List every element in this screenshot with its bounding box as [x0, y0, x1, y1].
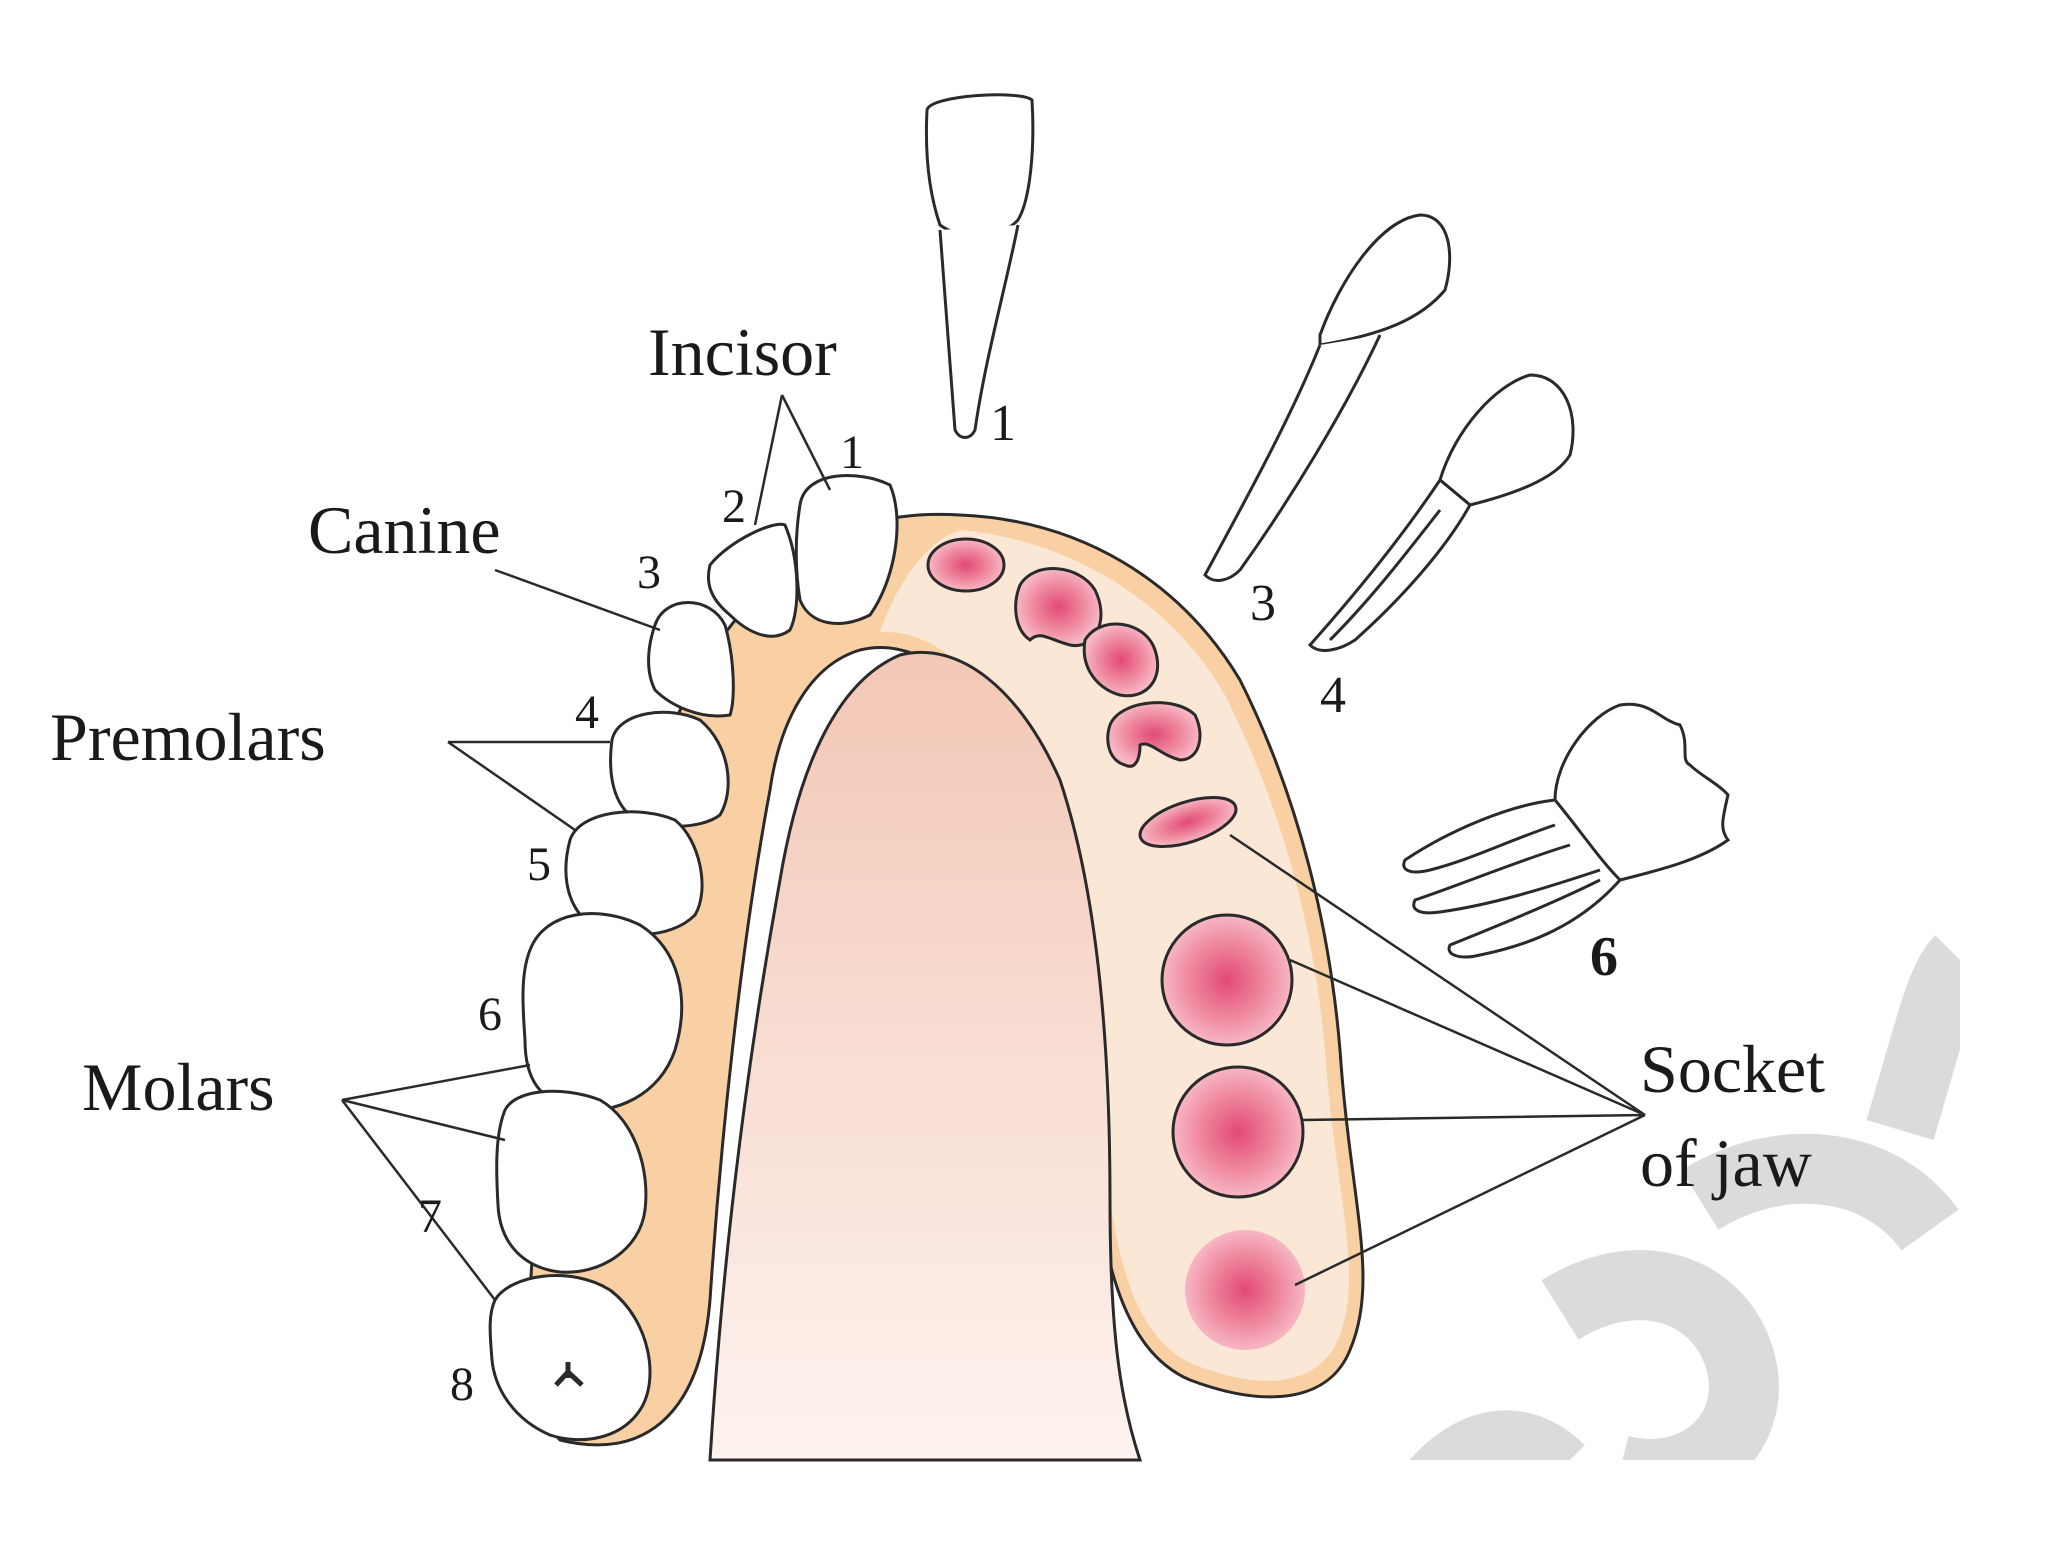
label-socket-line1: Socket [1640, 1031, 1825, 1107]
arch-number-3: 3 [637, 546, 661, 599]
page-bottom [680, 1460, 1960, 1536]
arch-number-1: 1 [840, 426, 864, 479]
label-premolars: Premolars [50, 699, 326, 775]
detached-canine-3-crown [1320, 215, 1450, 345]
detached-number-1: 1 [990, 395, 1016, 452]
detached-number-4: 4 [1320, 667, 1346, 724]
label-canine: Canine [308, 492, 501, 568]
label-socket-line2: of jaw [1640, 1125, 1812, 1201]
detached-number-6: 6 [1590, 926, 1618, 988]
arch-number-8: 8 [450, 1358, 474, 1411]
page-edge [1960, 0, 2048, 1536]
label-incisor: Incisor [648, 314, 837, 390]
arch-number-7: 7 [418, 1190, 442, 1243]
arch-number-4: 4 [575, 686, 599, 739]
arch-number-6: 6 [478, 988, 502, 1041]
tooth-premolar-4 [611, 712, 729, 826]
socket-incisor-1 [928, 539, 1004, 591]
tooth-canine-3 [649, 603, 734, 716]
detached-premolar-4-root [1310, 480, 1470, 650]
arch-number-5: 5 [527, 838, 551, 891]
socket-molar-6 [1162, 915, 1292, 1045]
detached-premolar-4-crown [1440, 375, 1573, 505]
socket-molar-7 [1173, 1067, 1303, 1197]
label-molars: Molars [82, 1049, 275, 1125]
detached-molar-6-crown [1555, 704, 1728, 880]
premolars-leader [448, 742, 610, 830]
socket-molar-8 [1185, 1230, 1305, 1350]
arch-number-2: 2 [722, 480, 746, 533]
detached-incisor-1 [926, 95, 1032, 236]
tooth-molar-6 [523, 914, 682, 1111]
canine-leader [495, 570, 660, 630]
detached-canine-3-root [1205, 335, 1380, 580]
detached-number-3: 3 [1250, 575, 1276, 632]
